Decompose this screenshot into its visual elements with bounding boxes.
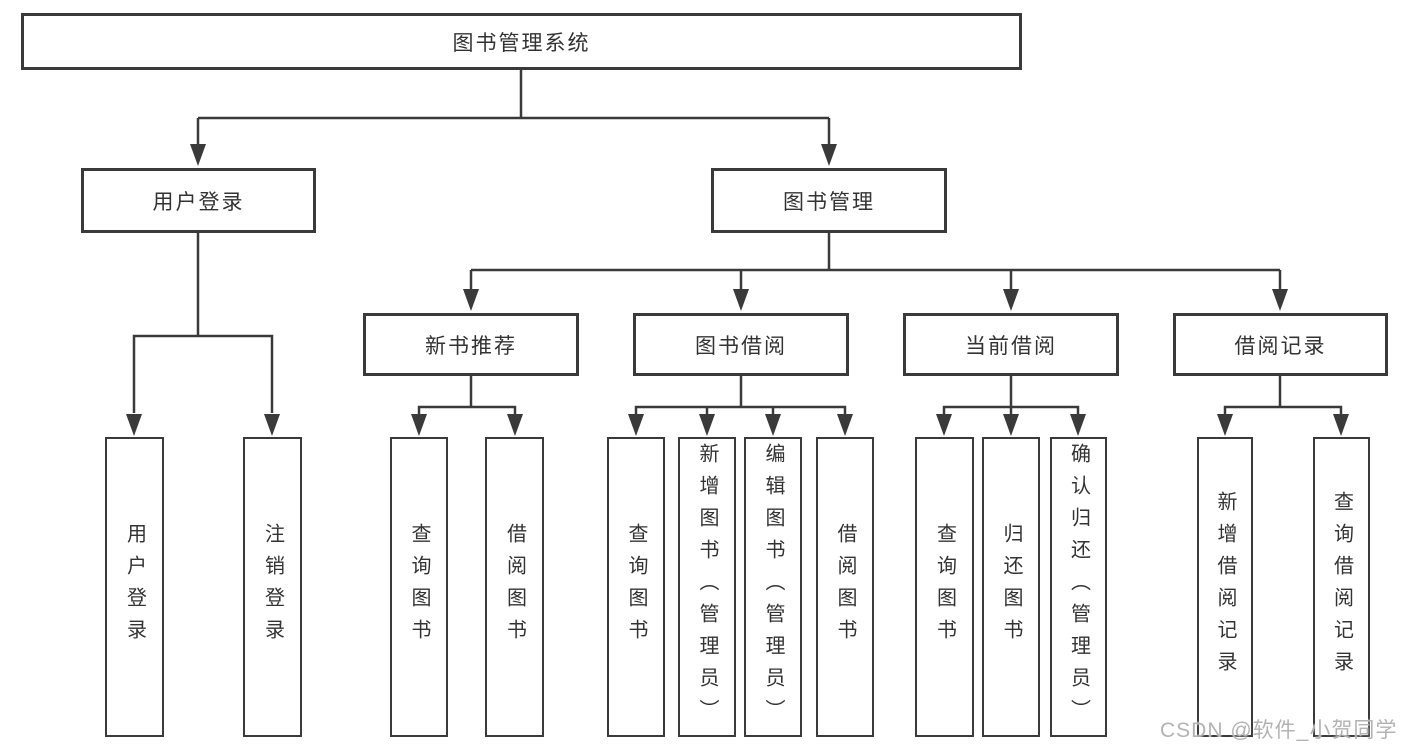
leaf-edit-books-admin: 编辑图书（管理员） (744, 437, 802, 737)
csdn-watermark: CSDN @软件_小贺同学 (1160, 719, 1398, 742)
node-book-borrowing: 图书借阅 (633, 313, 849, 376)
node-label: 借阅记录 (1234, 334, 1327, 358)
leaf-label: 查询图书 (625, 523, 647, 651)
leaf-label: 查询借阅记录 (1330, 491, 1353, 683)
leaf-label: 查询图书 (408, 523, 430, 651)
leaf-label: 编辑图书（管理员） (762, 443, 784, 731)
leaf-label: 新增借阅记录 (1214, 491, 1236, 683)
leaf-query-books-borrowing: 查询图书 (607, 437, 665, 737)
node-label: 用户登录 (152, 190, 245, 214)
leaf-query-books-newrec: 查询图书 (390, 437, 448, 737)
leaf-return-books: 归还图书 (982, 437, 1040, 737)
leaf-label: 归还图书 (1000, 523, 1022, 651)
leaf-confirm-return-admin: 确认归还（管理员） (1050, 437, 1107, 737)
node-current-borrowing: 当前借阅 (903, 313, 1119, 376)
leaf-label: 借阅图书 (834, 523, 856, 651)
node-label: 图书管理 (783, 190, 875, 214)
node-book-management: 图书管理 (711, 168, 947, 233)
leaf-borrow-books-newrec: 借阅图书 (485, 437, 544, 737)
node-borrow-records: 借阅记录 (1173, 313, 1388, 376)
node-library-management-system: 图书管理系统 (21, 13, 1022, 70)
leaf-query-borrow-record: 查询借阅记录 (1313, 437, 1370, 737)
leaf-query-books-current: 查询图书 (915, 437, 974, 737)
node-new-book-recommend: 新书推荐 (363, 313, 579, 376)
node-label: 图书借阅 (695, 334, 787, 358)
leaf-add-books-admin: 新增图书（管理员） (678, 437, 736, 737)
leaf-borrow-books-borrowing: 借阅图书 (816, 437, 874, 737)
leaf-user-login: 用户登录 (105, 437, 164, 737)
leaf-logout: 注销登录 (243, 437, 302, 737)
node-label: 图书管理系统 (452, 31, 591, 55)
leaf-label: 新增图书（管理员） (696, 443, 718, 731)
node-label: 当前借阅 (965, 334, 1057, 358)
leaf-label: 借阅图书 (503, 523, 526, 651)
leaf-label: 用户登录 (123, 523, 146, 651)
leaf-add-borrow-record: 新增借阅记录 (1197, 437, 1253, 737)
leaf-label: 注销登录 (261, 523, 284, 651)
node-user-login: 用户登录 (81, 168, 316, 233)
node-label: 新书推荐 (425, 334, 517, 358)
leaf-label: 确认归还（管理员） (1067, 443, 1090, 731)
leaf-label: 查询图书 (933, 523, 956, 651)
